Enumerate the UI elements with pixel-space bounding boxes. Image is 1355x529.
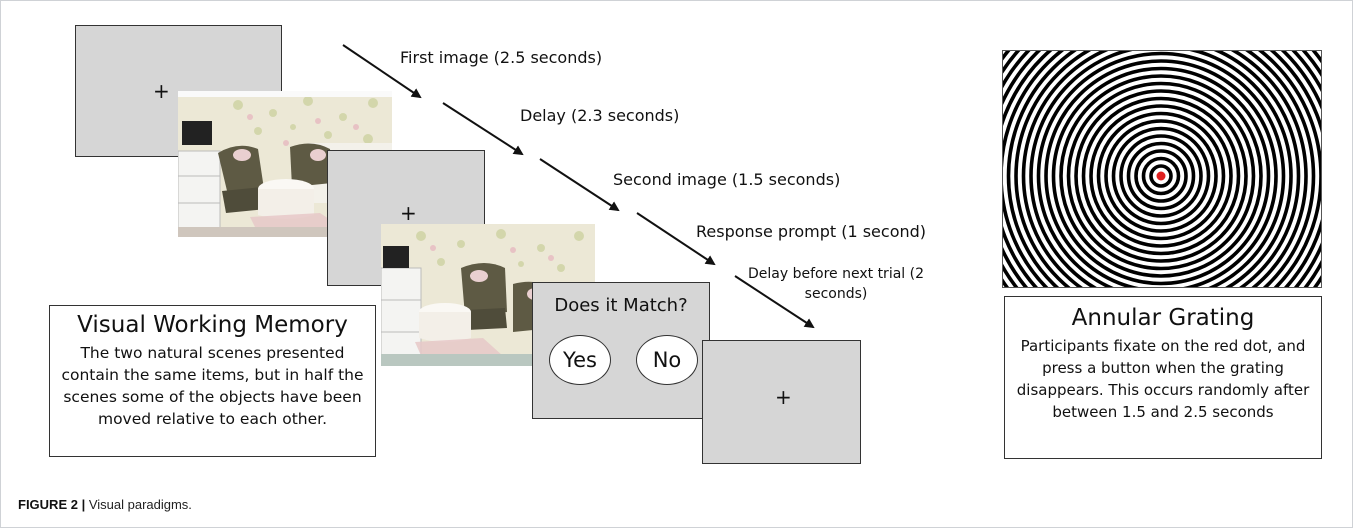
grating-description: Participants fixate on the red dot, and …	[1016, 337, 1310, 421]
grating-ring	[1096, 111, 1226, 241]
grating-ring	[1051, 66, 1271, 286]
grating-ring	[1126, 141, 1196, 211]
grating-title: Annular Grating	[1071, 305, 1255, 331]
figure-caption-text: Visual paradigms.	[88, 497, 192, 512]
vwm-title: Visual Working Memory	[77, 312, 348, 338]
arrow-1	[342, 44, 422, 99]
grating-ring	[1044, 59, 1278, 287]
grating-ring	[1104, 119, 1218, 233]
step-label-first-image: First image (2.5 seconds)	[400, 48, 603, 67]
vwm-description: The two natural scenes presented contain…	[61, 344, 364, 428]
grating-caption-box: Annular Grating Participants fixate on t…	[1004, 296, 1322, 459]
grating-ring	[1089, 104, 1233, 248]
grating-ring	[1141, 156, 1181, 196]
fixation-cross: +	[400, 201, 417, 225]
figure-caption: FIGURE 2 | Visual paradigms.	[18, 497, 192, 512]
grating-ring	[1029, 51, 1293, 287]
annular-grating	[1002, 50, 1322, 288]
grating-ring	[1021, 51, 1301, 287]
arrow-3	[539, 158, 620, 212]
fixation-cross: +	[775, 385, 792, 409]
step-label-delay: Delay (2.3 seconds)	[520, 106, 680, 125]
grating-ring	[1006, 51, 1316, 287]
step-label-response-prompt: Response prompt (1 second)	[696, 222, 927, 241]
arrow-4	[636, 212, 716, 266]
grating-ring	[1014, 51, 1308, 287]
grating-ring	[1036, 51, 1286, 287]
step-label-second-image: Second image (1.5 seconds)	[613, 170, 841, 189]
grating-ring	[1149, 164, 1173, 188]
grating-ring	[1074, 89, 1248, 263]
vwm-caption-box: Visual Working Memory The two natural sc…	[49, 305, 376, 457]
arrow-5	[734, 275, 815, 329]
yes-button[interactable]: Yes	[549, 335, 611, 385]
grating-ring	[1134, 149, 1188, 203]
figure-label: FIGURE 2 |	[18, 497, 86, 512]
grating-ring	[1059, 74, 1263, 278]
fixation-cross: +	[153, 79, 170, 103]
fixation-red-dot	[1156, 171, 1166, 181]
response-question: Does it Match?	[554, 295, 688, 316]
grating-ring	[1119, 134, 1203, 218]
grating-rings	[1003, 51, 1321, 287]
step-label-next-trial-delay: Delay before next trial (2 seconds)	[748, 266, 924, 302]
arrow-2	[442, 102, 524, 156]
response-prompt-panel: Does it Match? Yes No	[532, 282, 710, 419]
fixation-panel-3: +	[702, 340, 861, 464]
grating-ring	[1081, 96, 1241, 256]
grating-ring	[1066, 81, 1256, 271]
no-button[interactable]: No	[636, 335, 698, 385]
grating-ring	[1111, 126, 1211, 226]
